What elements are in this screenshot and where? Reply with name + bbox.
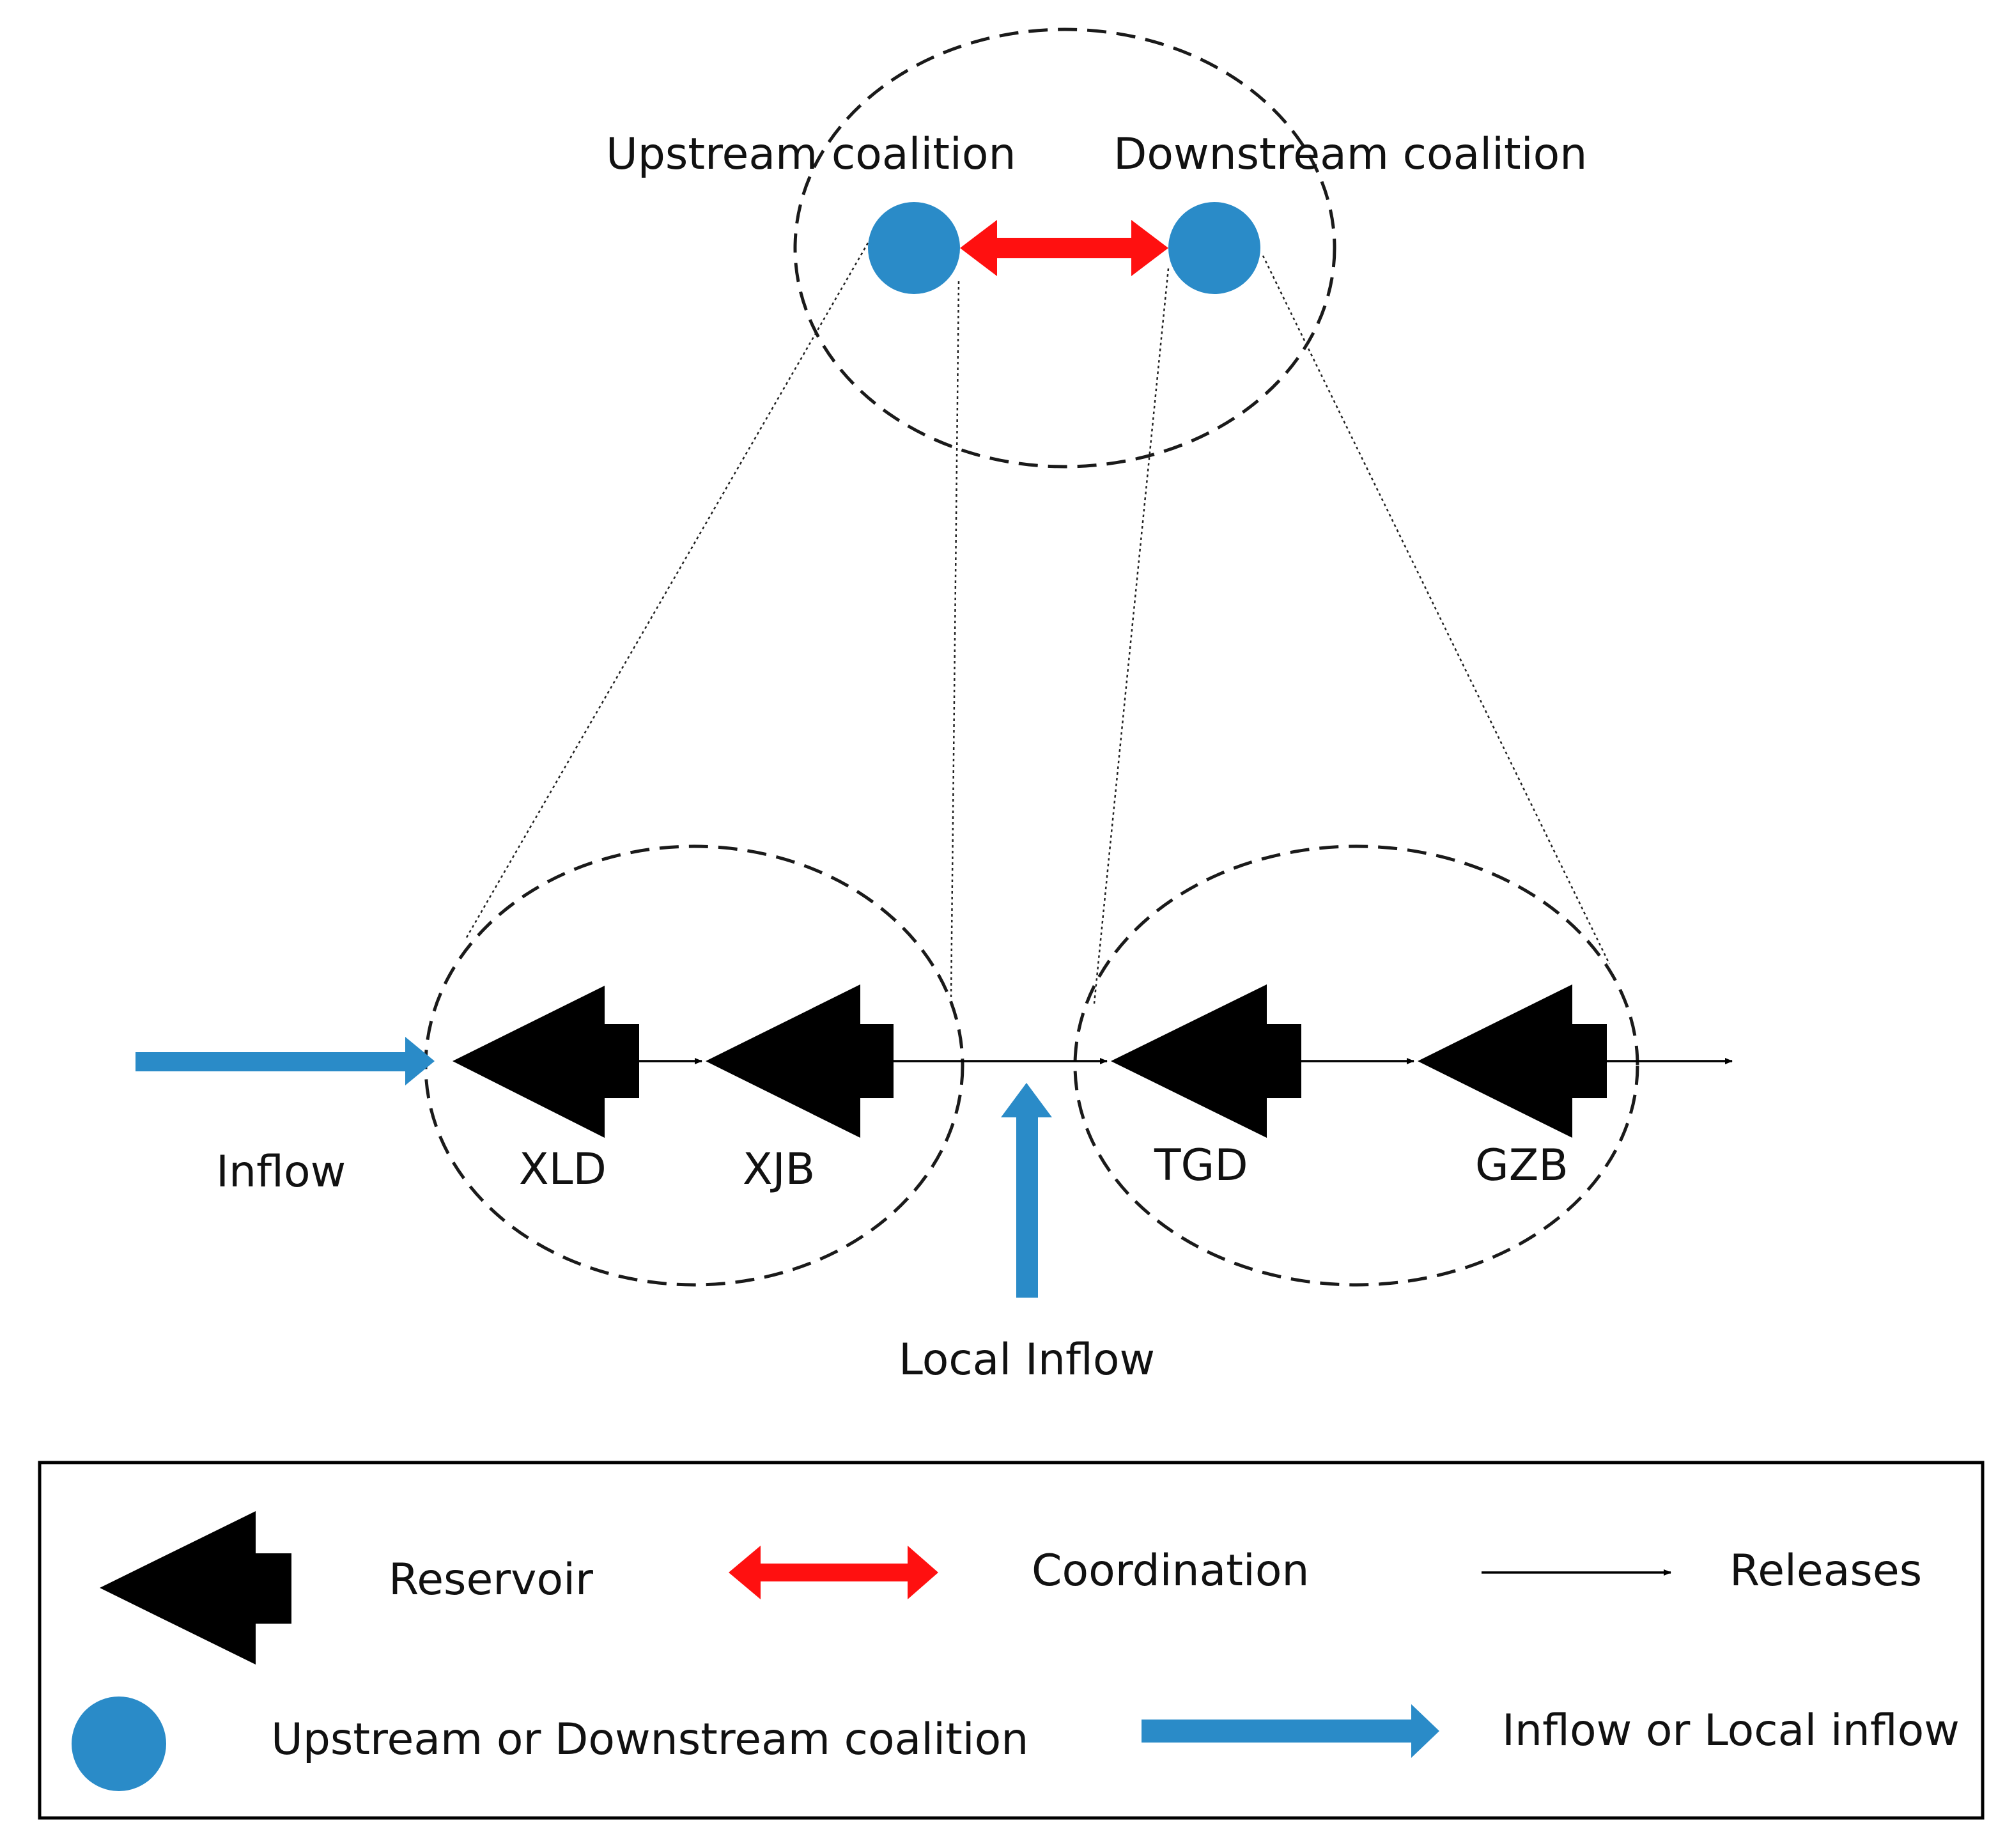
legend-coordination-label: Coordination	[1032, 1546, 1310, 1596]
legend-coalition-symbol	[72, 1697, 166, 1791]
upstream-coalition-label: Upstream coalition	[606, 129, 1016, 180]
upstream-coalition-node	[868, 202, 960, 294]
inflow-label: Inflow	[216, 1147, 346, 1197]
downstream-coalition-node	[1168, 202, 1260, 294]
local-inflow-label: Local Inflow	[899, 1335, 1155, 1385]
reservoir-icon	[1418, 984, 1572, 1138]
reservoir-gate	[860, 1024, 894, 1098]
connector-downstream-left	[1093, 268, 1170, 1004]
reservoir-icon	[706, 984, 860, 1138]
reservoir-label-gzb: GZB	[1475, 1140, 1568, 1191]
legend: Reservoir Coordination Releases Upstream…	[38, 1461, 1985, 1820]
legend-inflow-label: Inflow or Local inflow	[1502, 1705, 1960, 1756]
coalition-ellipse	[793, 27, 1336, 469]
legend-coordination-arrow	[729, 1546, 938, 1599]
legend-releases-label: Releases	[1730, 1546, 1922, 1596]
reservoir-xld	[453, 986, 639, 1138]
downstream-group-ellipse	[1073, 844, 1639, 1287]
reservoir-label-xjb: XJB	[743, 1144, 815, 1195]
inflow-arrow	[135, 1037, 435, 1085]
connector-upstream-left	[464, 242, 869, 940]
legend-coalition-label: Upstream or Downstream coalition	[271, 1714, 1028, 1765]
reservoir-gate	[1572, 1024, 1607, 1098]
connector-downstream-right	[1262, 255, 1611, 965]
reservoir-gate	[256, 1553, 291, 1624]
legend-reservoir-symbol	[100, 1511, 291, 1665]
reservoir-icon	[1111, 984, 1267, 1138]
reservoir-icon	[453, 986, 605, 1138]
reservoir-gate	[1267, 1024, 1301, 1098]
coordination-arrow	[960, 220, 1168, 276]
reservoir-icon	[100, 1511, 256, 1665]
reservoir-gate	[605, 1024, 639, 1098]
downstream-coalition-label: Downstream coalition	[1113, 129, 1587, 180]
reservoir-tgd	[1111, 984, 1301, 1138]
legend-box	[38, 1461, 1985, 1820]
legend-reservoir-label: Reservoir	[389, 1555, 593, 1605]
local-inflow-arrow	[1001, 1083, 1052, 1298]
legend-inflow-arrow	[1142, 1704, 1439, 1758]
connector-upstream-right	[950, 281, 960, 998]
reservoir-label-tgd: TGD	[1154, 1140, 1248, 1191]
connection-lines	[464, 242, 1611, 1004]
reservoir-gzb	[1418, 984, 1607, 1138]
reservoir-label-xld: XLD	[519, 1144, 607, 1195]
reservoir-xjb	[706, 984, 894, 1138]
